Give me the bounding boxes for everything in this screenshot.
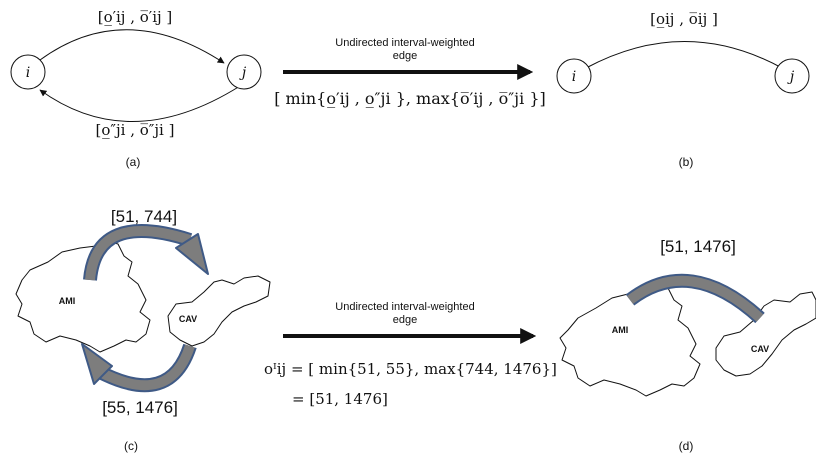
node-j-label: j: [239, 65, 247, 81]
node-i-b: i: [556, 58, 592, 94]
arrow-label-bottom-line1: Undirected interval-weighted: [335, 301, 474, 313]
node-i: i: [10, 54, 46, 90]
arrow-label-top-line1: Undirected interval-weighted: [335, 37, 474, 49]
region-ami-outline: [15, 239, 151, 353]
region-ami-outline-d: [559, 283, 701, 397]
transform-arrow-bottom: Undirected interval-weighted edge oᴵij =…: [264, 301, 557, 408]
node-j-b: j: [774, 58, 810, 94]
edge-j-to-i: [39, 85, 241, 122]
top-interval-label: [o̲′ij , o̅′ij ]: [98, 8, 173, 26]
region-ami-label-c: AMI: [59, 296, 76, 306]
panel-c: AMI CAV [51, 744] [55, 1476] (c): [15, 207, 271, 453]
interval-b-label: [o̲ij , o̅ij ]: [650, 10, 718, 28]
node-j: j: [226, 54, 262, 90]
caption-c: (c): [124, 439, 138, 453]
caption-d: (d): [679, 439, 694, 453]
arrow-label-top-line2: edge: [393, 50, 417, 62]
bottom-flow-interval: [55, 1476]: [102, 398, 178, 417]
node-i-b-label: i: [572, 69, 576, 85]
caption-b: (b): [679, 155, 694, 169]
node-j-b-label: j: [787, 69, 795, 85]
edge-i-to-j: [39, 29, 225, 64]
panel-d: AMI CAV [51, 1476] (d): [559, 237, 816, 453]
transform-arrow-top: Undirected interval-weighted edge [ min{…: [274, 37, 546, 108]
caption-a: (a): [126, 155, 141, 169]
flow-arrow-cav-to-ami: [81, 343, 197, 393]
panel-b: i j [o̲ij , o̅ij ] (b): [556, 10, 810, 169]
region-cav-outline-d: [715, 291, 816, 377]
interval-d-label: [51, 1476]: [660, 237, 736, 256]
region-cav-outline: [167, 275, 271, 347]
formula-top: [ min{o̲′ij , o̲″ji }, max{o̅′ij , o̅″ji…: [274, 89, 546, 108]
arrow-label-bottom-line2: edge: [393, 314, 417, 326]
bottom-interval-label: [o̲″ji , o̅″ji ]: [96, 121, 175, 139]
formula-bottom-line1: oᴵij = [ min{51, 55}, max{744, 1476}]: [264, 360, 557, 378]
formula-bottom-line2: = [51, 1476]: [292, 390, 388, 408]
region-ami-label-d: AMI: [612, 325, 629, 335]
region-cav-label-d: CAV: [751, 344, 769, 354]
node-i-label: i: [26, 65, 30, 81]
region-cav-label-c: CAV: [179, 314, 197, 324]
undirected-edge: [585, 41, 783, 69]
undirected-flow-arc: [625, 273, 765, 324]
flow-arrow-ami-to-cav: [83, 224, 209, 281]
panel-a: i j [o̲′ij , o̅′ij ] [o̲″ji , o̅″ji ] (a…: [10, 8, 262, 169]
top-flow-interval: [51, 744]: [111, 207, 177, 226]
